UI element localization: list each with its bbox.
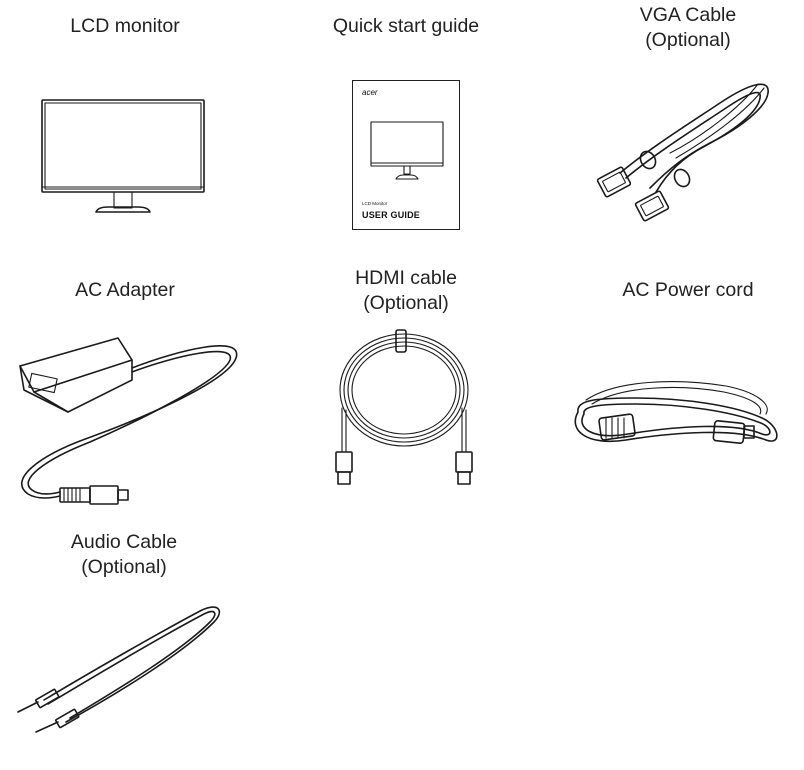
quick-start-guide-label: Quick start guide — [332, 15, 480, 37]
power-plug-left — [598, 413, 636, 441]
ac-adapter-label: AC Adapter — [75, 279, 175, 301]
cover-model-text: LCD Monitor — [362, 201, 388, 206]
ac-adapter-image — [19, 337, 238, 505]
vga-cable-label: VGA Cable (Optional) — [639, 4, 737, 51]
hdmi-cable-label: HDMI cable (Optional) — [355, 267, 457, 314]
cover-user-guide-title: USER GUIDE — [362, 210, 421, 220]
vga-connector-left — [596, 166, 632, 198]
hdmi-cable-image — [335, 329, 473, 485]
audio-jack-upper — [17, 688, 60, 713]
cover-monitor-icon — [370, 121, 444, 180]
hdmi-connector-right — [455, 451, 473, 485]
vga-cable-image — [596, 83, 769, 222]
ac-power-cord-label: AC Power cord — [622, 279, 754, 301]
cover-brand-logo: acer — [362, 88, 378, 97]
vga-connector-right — [634, 190, 670, 222]
ac-power-cord-image — [574, 381, 778, 445]
lcd-monitor-image — [41, 99, 205, 213]
audio-cable-label: Audio Cable (Optional) — [70, 531, 178, 578]
audio-cable-image — [17, 606, 221, 733]
audio-jack-lower — [35, 708, 80, 733]
power-plug-right — [712, 419, 755, 445]
lcd-monitor-label: LCD monitor — [70, 15, 180, 37]
quick-start-guide-image: acer LCD Monitor USER GUIDE — [352, 80, 460, 230]
hdmi-connector-left — [335, 451, 353, 485]
